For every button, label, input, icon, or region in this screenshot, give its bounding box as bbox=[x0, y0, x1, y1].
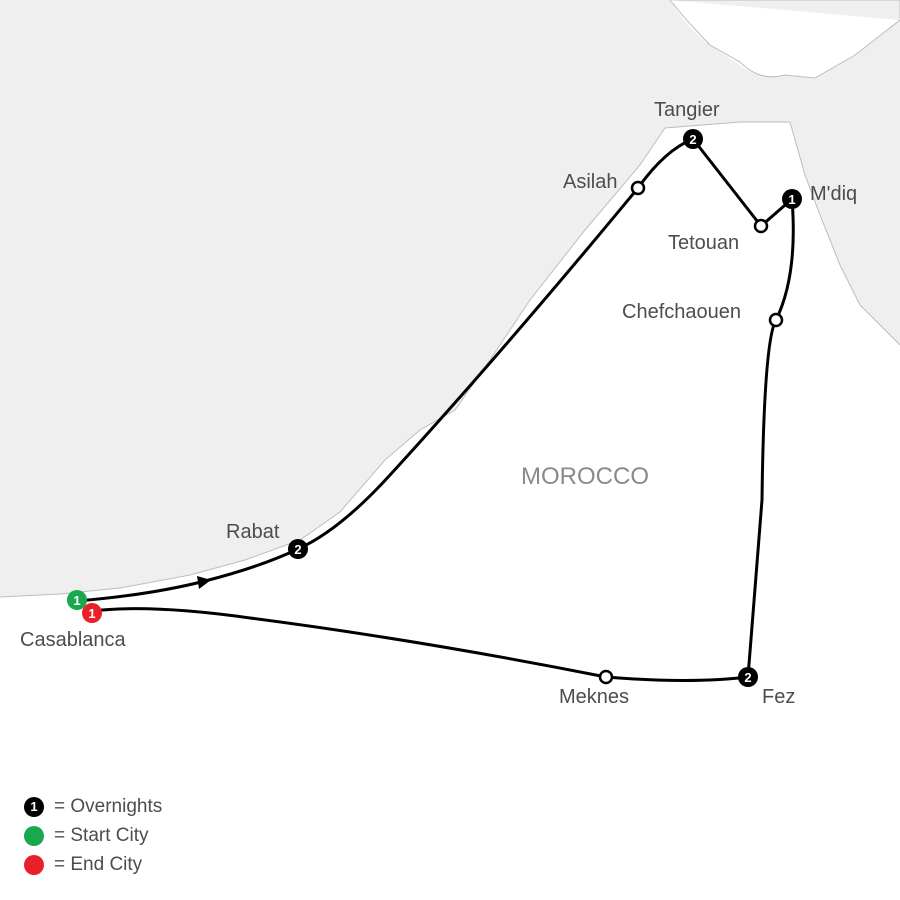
country-label: MOROCCO bbox=[521, 463, 649, 490]
legend-end-label: = End City bbox=[54, 853, 143, 875]
chefchaouen-marker bbox=[768, 312, 784, 328]
rabat-overnight-count: 2 bbox=[294, 542, 301, 557]
legend-start-label: = Start City bbox=[54, 824, 149, 846]
tetouan-marker bbox=[753, 218, 769, 234]
coastline bbox=[0, 121, 900, 598]
mdiq-overnight-marker: 1 bbox=[782, 189, 802, 209]
legend-row-start: = Start City bbox=[24, 821, 162, 850]
fez-overnight-count: 2 bbox=[744, 670, 751, 685]
legend-row-end: = End City bbox=[24, 850, 162, 879]
chefchaouen-label: Chefchaouen bbox=[622, 301, 741, 323]
mdiq-label: M'diq bbox=[810, 183, 857, 205]
asilah-marker bbox=[630, 180, 646, 196]
rabat-label: Rabat bbox=[226, 521, 280, 543]
casablanca-start-marker: 1 bbox=[67, 590, 87, 610]
northwest-region bbox=[0, 0, 900, 597]
map-legend: 1 = Overnights = Start City = End City bbox=[24, 792, 162, 879]
iberia-coast bbox=[669, 0, 900, 79]
legend-overnights-label: = Overnights bbox=[54, 795, 163, 817]
casablanca-end-marker: 1 bbox=[82, 603, 102, 623]
mdiq-overnight-count: 1 bbox=[788, 192, 795, 207]
casablanca-end-count: 1 bbox=[88, 606, 95, 621]
tetouan-label: Tetouan bbox=[668, 232, 739, 254]
casablanca-label: Casablanca bbox=[20, 629, 127, 651]
meknes-marker bbox=[598, 669, 614, 685]
casablanca-start-count: 1 bbox=[73, 593, 80, 608]
fez-label: Fez bbox=[762, 686, 795, 708]
tangier-label: Tangier bbox=[654, 99, 720, 121]
meknes-label: Meknes bbox=[559, 686, 629, 708]
tangier-overnight-marker: 2 bbox=[683, 129, 703, 149]
rabat-overnight-marker: 2 bbox=[288, 539, 308, 559]
start-city-icon bbox=[24, 825, 44, 846]
direction-arrow bbox=[197, 576, 211, 589]
asilah-label: Asilah bbox=[563, 171, 617, 193]
end-city-icon bbox=[24, 854, 44, 875]
tangier-overnight-count: 2 bbox=[689, 132, 696, 147]
legend-row-overnights: 1 = Overnights bbox=[24, 792, 162, 821]
fez-overnight-marker: 2 bbox=[738, 667, 758, 687]
overnight-marker-icon: 1 bbox=[24, 796, 44, 817]
